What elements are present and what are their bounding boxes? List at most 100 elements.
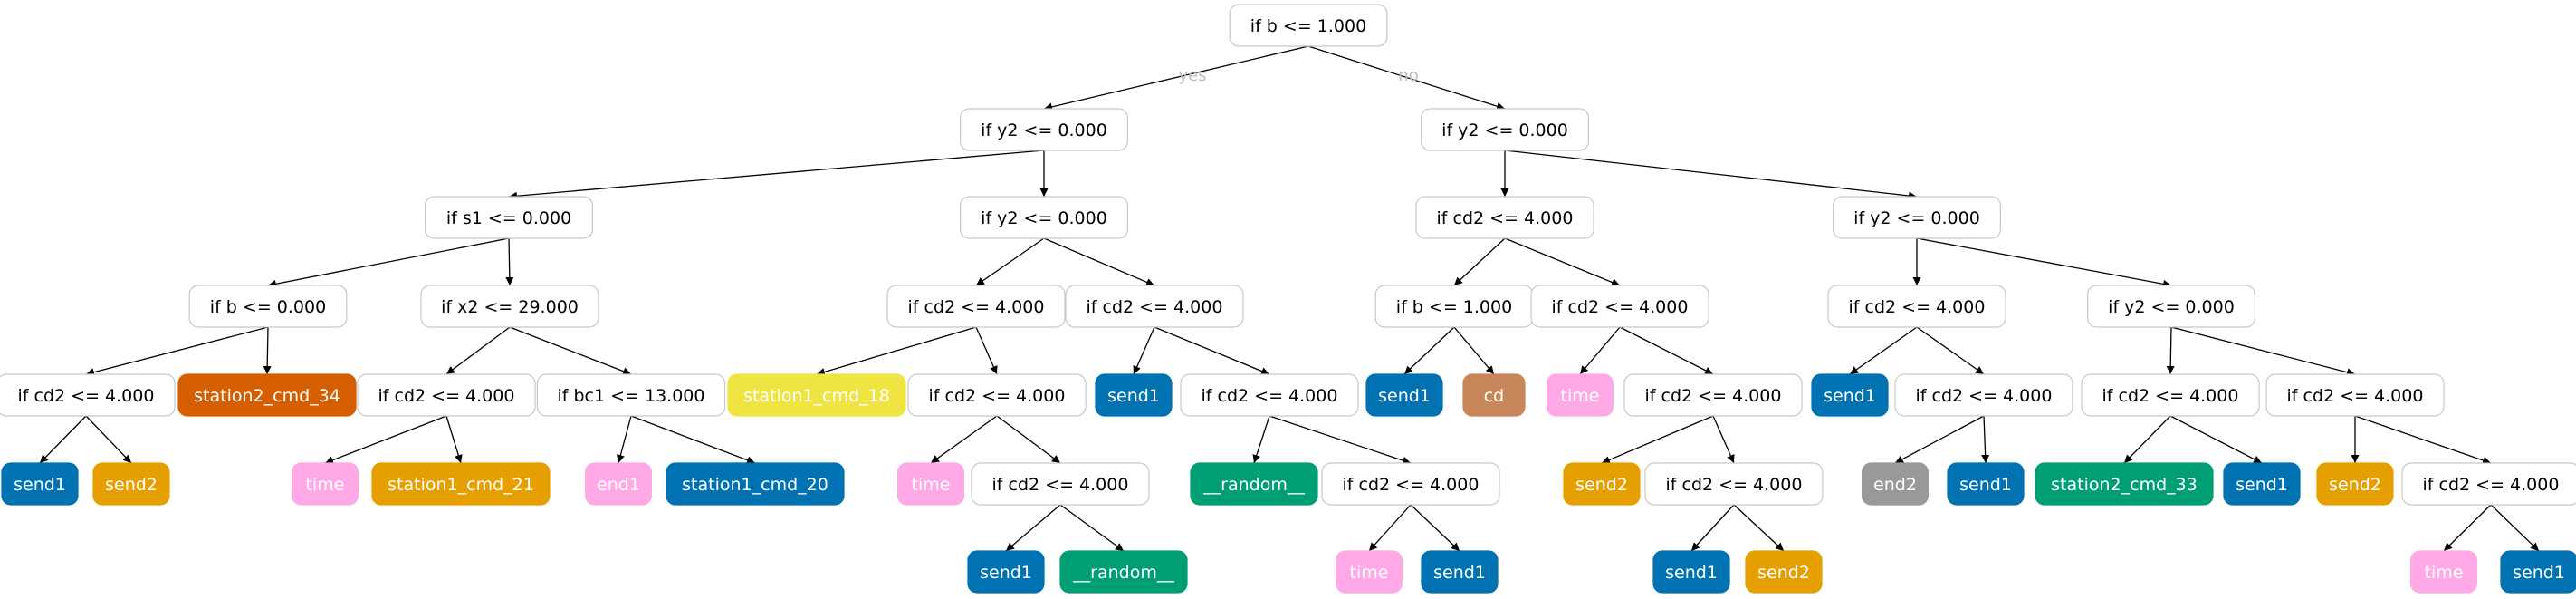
decision-node-n42: if cd2 <= 4.000 bbox=[1644, 462, 1824, 506]
node-box bbox=[1862, 462, 1930, 506]
node-label: if cd2 <= 4.000 bbox=[18, 386, 155, 406]
edge-n11-n24 bbox=[1453, 326, 1495, 375]
node-label: if cd2 <= 4.000 bbox=[1552, 297, 1689, 317]
leaf-node-n34: station1_cmd_21 bbox=[371, 462, 551, 506]
node-label: send1 bbox=[1665, 563, 1718, 583]
node-box bbox=[371, 462, 551, 506]
node-label: if b <= 0.000 bbox=[210, 297, 326, 317]
node-label: __random__ bbox=[1202, 475, 1305, 495]
leaf-node-n55: time bbox=[2410, 550, 2478, 594]
node-box bbox=[1190, 462, 1318, 506]
decision-node-n20: if cd2 <= 4.000 bbox=[907, 373, 1087, 417]
edge-n26-n42 bbox=[1712, 415, 1735, 464]
leaf-node-n25: time bbox=[1546, 373, 1614, 417]
decision-node-n40: if cd2 <= 4.000 bbox=[1321, 462, 1500, 506]
edge-n18-n36 bbox=[630, 415, 756, 465]
node-label: time bbox=[2425, 563, 2464, 583]
edge-n17-n33 bbox=[324, 415, 447, 464]
node-box bbox=[1180, 373, 1359, 417]
node-label: if cd2 <= 4.000 bbox=[1343, 475, 1480, 495]
decision-node-n48: if cd2 <= 4.000 bbox=[2401, 462, 2576, 506]
edge-n4-n9 bbox=[975, 237, 1045, 286]
decision-node-n22: if cd2 <= 4.000 bbox=[1180, 373, 1359, 417]
leaf-node-n51: time bbox=[1335, 550, 1403, 594]
node-box bbox=[1095, 373, 1173, 417]
node-label: if y2 <= 0.000 bbox=[981, 121, 1107, 140]
leaf-node-n23: send1 bbox=[1365, 373, 1443, 417]
decision-node-n5: if cd2 <= 4.000 bbox=[1415, 196, 1594, 239]
node-box bbox=[1321, 462, 1500, 506]
decision-node-n11: if b <= 1.000 bbox=[1374, 285, 1534, 328]
edge-n3-n7 bbox=[267, 237, 510, 288]
edge-n48-n55 bbox=[2443, 504, 2492, 552]
node-label: if b <= 1.000 bbox=[1250, 16, 1366, 36]
edge-n0-n2 bbox=[1307, 45, 1506, 111]
edge-n12-n25 bbox=[1579, 326, 1621, 375]
edge-n28-n43 bbox=[1894, 415, 1985, 464]
node-box bbox=[2087, 285, 2256, 328]
edge-n42-n53 bbox=[1690, 504, 1735, 552]
node-label: if cd2 <= 4.000 bbox=[1645, 386, 1782, 406]
node-box bbox=[1832, 196, 2001, 239]
leaf-node-n44: send1 bbox=[1947, 462, 2025, 506]
edge-n40-n52 bbox=[1410, 504, 1460, 552]
edge-n28-n44 bbox=[1981, 415, 1990, 464]
edge-n15-n31 bbox=[39, 415, 87, 464]
node-label: send1 bbox=[1107, 386, 1160, 406]
node-box bbox=[1335, 550, 1403, 594]
node-label: time bbox=[306, 475, 345, 495]
edge-n8-n17 bbox=[445, 326, 511, 375]
node-box bbox=[727, 373, 906, 417]
node-label: send1 bbox=[980, 563, 1032, 583]
node-box bbox=[1229, 4, 1388, 47]
leaf-node-n52: send1 bbox=[1421, 550, 1499, 594]
node-label: if cd2 <= 4.000 bbox=[1916, 386, 2053, 406]
decision-node-n30: if cd2 <= 4.000 bbox=[2265, 373, 2445, 417]
node-box bbox=[1365, 373, 1443, 417]
node-label: if cd2 <= 4.000 bbox=[1849, 297, 1986, 317]
node-box bbox=[971, 462, 1150, 506]
node-box bbox=[1420, 108, 1589, 151]
node-box bbox=[666, 462, 845, 506]
node-label: send2 bbox=[1757, 563, 1810, 583]
edge-n10-n22 bbox=[1154, 326, 1270, 375]
edge-n38-n50 bbox=[1059, 504, 1125, 552]
edge-n1-n3 bbox=[508, 150, 1045, 200]
node-label: time bbox=[1350, 563, 1389, 583]
node-box bbox=[1530, 285, 1709, 328]
leaf-node-n41: send2 bbox=[1563, 462, 1641, 506]
node-box bbox=[1415, 196, 1594, 239]
node-label: end2 bbox=[1873, 475, 1917, 495]
node-box bbox=[907, 373, 1087, 417]
node-label: send1 bbox=[2236, 475, 2288, 495]
decision-node-n9: if cd2 <= 4.000 bbox=[886, 285, 1066, 328]
node-label: cd bbox=[1484, 386, 1505, 406]
node-label: if cd2 <= 4.000 bbox=[929, 386, 1066, 406]
node-label: send2 bbox=[2329, 475, 2381, 495]
node-label: end1 bbox=[597, 475, 640, 495]
edge-n38-n49 bbox=[1005, 504, 1061, 552]
node-label: __random__ bbox=[1072, 563, 1174, 583]
edge-n13-n28 bbox=[1916, 326, 1985, 375]
node-label: if y2 <= 0.000 bbox=[2108, 297, 2235, 317]
node-box bbox=[896, 462, 964, 506]
edge-n13-n27 bbox=[1849, 326, 1918, 375]
edge-n3-n8 bbox=[505, 237, 514, 286]
edge-n22-n40 bbox=[1269, 415, 1412, 465]
node-label: if cd2 <= 4.000 bbox=[1087, 297, 1223, 317]
node-label: station2_cmd_33 bbox=[2051, 475, 2198, 495]
node-label: time bbox=[1561, 386, 1600, 406]
node-label: if cd2 <= 4.000 bbox=[2287, 386, 2424, 406]
node-box bbox=[0, 373, 176, 417]
node-box bbox=[2500, 550, 2576, 594]
leaf-node-n50: __random__ bbox=[1059, 550, 1188, 594]
edge-n17-n34 bbox=[445, 415, 463, 464]
node-label: time bbox=[912, 475, 951, 495]
edge-n4-n10 bbox=[1043, 237, 1155, 286]
leaf-node-n56: send1 bbox=[2500, 550, 2576, 594]
node-box bbox=[1, 462, 79, 506]
node-label: if y2 <= 0.000 bbox=[1853, 208, 1980, 228]
edge-n42-n54 bbox=[1733, 504, 1785, 552]
